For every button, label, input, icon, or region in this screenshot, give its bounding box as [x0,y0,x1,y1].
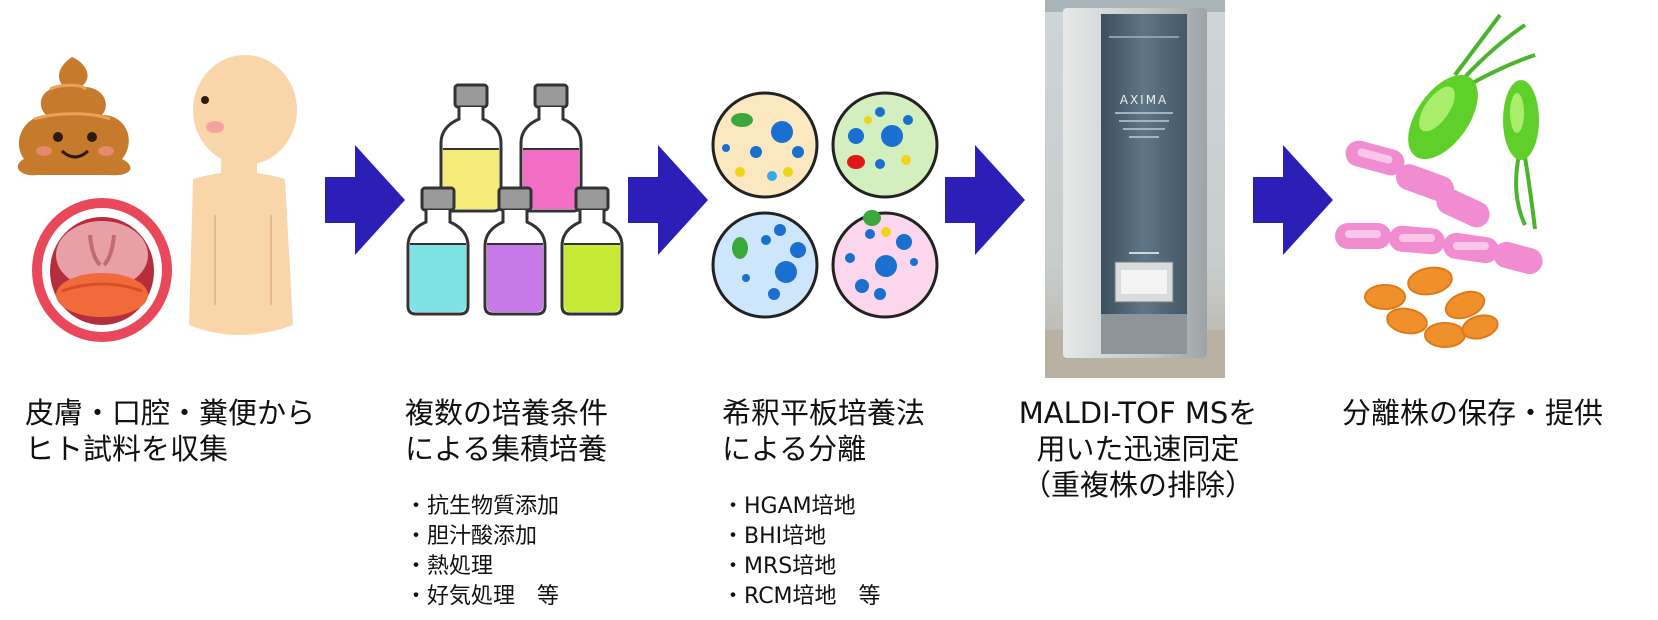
step-3-caption: 希釈平板培養法 による分離 [722,395,925,467]
step-4-caption: MALDI-TOF MSを 用いた迅速同定 （重複株の排除） [1003,395,1273,503]
step-4-caption-line-2: 用いた迅速同定 [1036,432,1240,466]
bacteria-cluster-icon [1335,13,1543,348]
condition-item: ・胆汁酸添加 [405,524,538,549]
flow-arrow-icon [945,145,1025,255]
instrument-brand-label: AXIMA [1120,93,1169,107]
condition-item: ・熱処理 [405,554,494,579]
condition-item: ・抗生物質添加 [405,494,560,519]
poop-icon [17,57,131,176]
step-4-caption-line-1: MALDI-TOF MSを [1018,396,1258,430]
step-3-media-list: ・HGAM培地 ・BHI培地 ・MRS培地 ・RCM培地 等 [722,492,881,612]
flow-arrow-icon [1253,145,1333,255]
medium-item: ・BHI培地 [722,524,827,549]
step-2-caption: 複数の培養条件 による集積培養 [405,395,608,467]
step-2-caption-line-1: 複数の培養条件 [405,396,609,430]
medium-item: ・HGAM培地 [722,494,856,519]
step-3-caption-line-2: による分離 [722,432,867,466]
flow-arrow-icon [325,145,405,255]
step-1-caption: 皮膚・口腔・糞便から ヒト試料を収集 [25,395,315,467]
agar-plates-icon [711,91,939,319]
step-2-conditions-list: ・抗生物質添加 ・胆汁酸添加 ・熱処理 ・好気処理 等 [405,492,559,612]
step-1-caption-line-1: 皮膚・口腔・糞便から [25,396,316,430]
open-mouth-icon [32,198,172,342]
maldi-tof-instrument-photo: AXIMA [1045,0,1225,378]
step-5-caption-line-1: 分離株の保存・提供 [1342,396,1604,430]
step-4-caption-line-3: （重複株の排除） [1021,468,1254,502]
flow-arrow-icon [628,145,708,255]
medium-item: ・MRS培地 [722,554,837,579]
condition-item: ・好気処理 等 [405,584,560,609]
human-body-icon [189,55,297,335]
medium-item: ・RCM培地 等 [722,584,881,609]
culture-bottles-icon [406,83,624,316]
step-1-caption-line-2: ヒト試料を収集 [25,432,229,466]
step-3-caption-line-1: 希釈平板培養法 [722,396,926,430]
step-5-caption: 分離株の保存・提供 [1342,395,1603,431]
step-2-caption-line-2: による集積培養 [405,432,608,466]
